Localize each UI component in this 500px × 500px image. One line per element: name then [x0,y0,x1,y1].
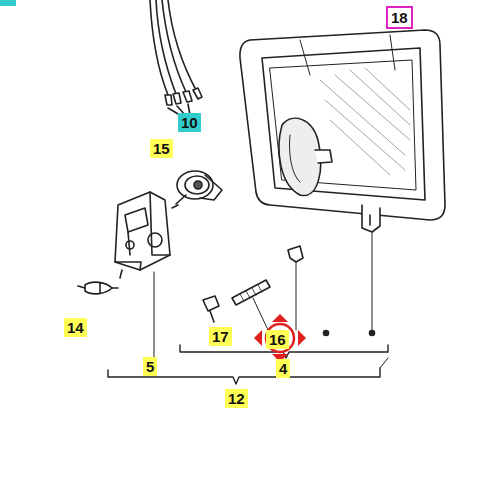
callout-number: 4 [276,359,290,378]
callout-number: 16 [266,330,289,349]
callout-number: 15 [150,139,173,158]
callout-number: 17 [209,327,232,346]
callout-number: 12 [225,389,248,408]
callout-number: 18 [386,6,413,29]
callout-number: 10 [178,113,201,132]
callout-number: 14 [64,318,87,337]
callout-number: 5 [143,357,157,376]
